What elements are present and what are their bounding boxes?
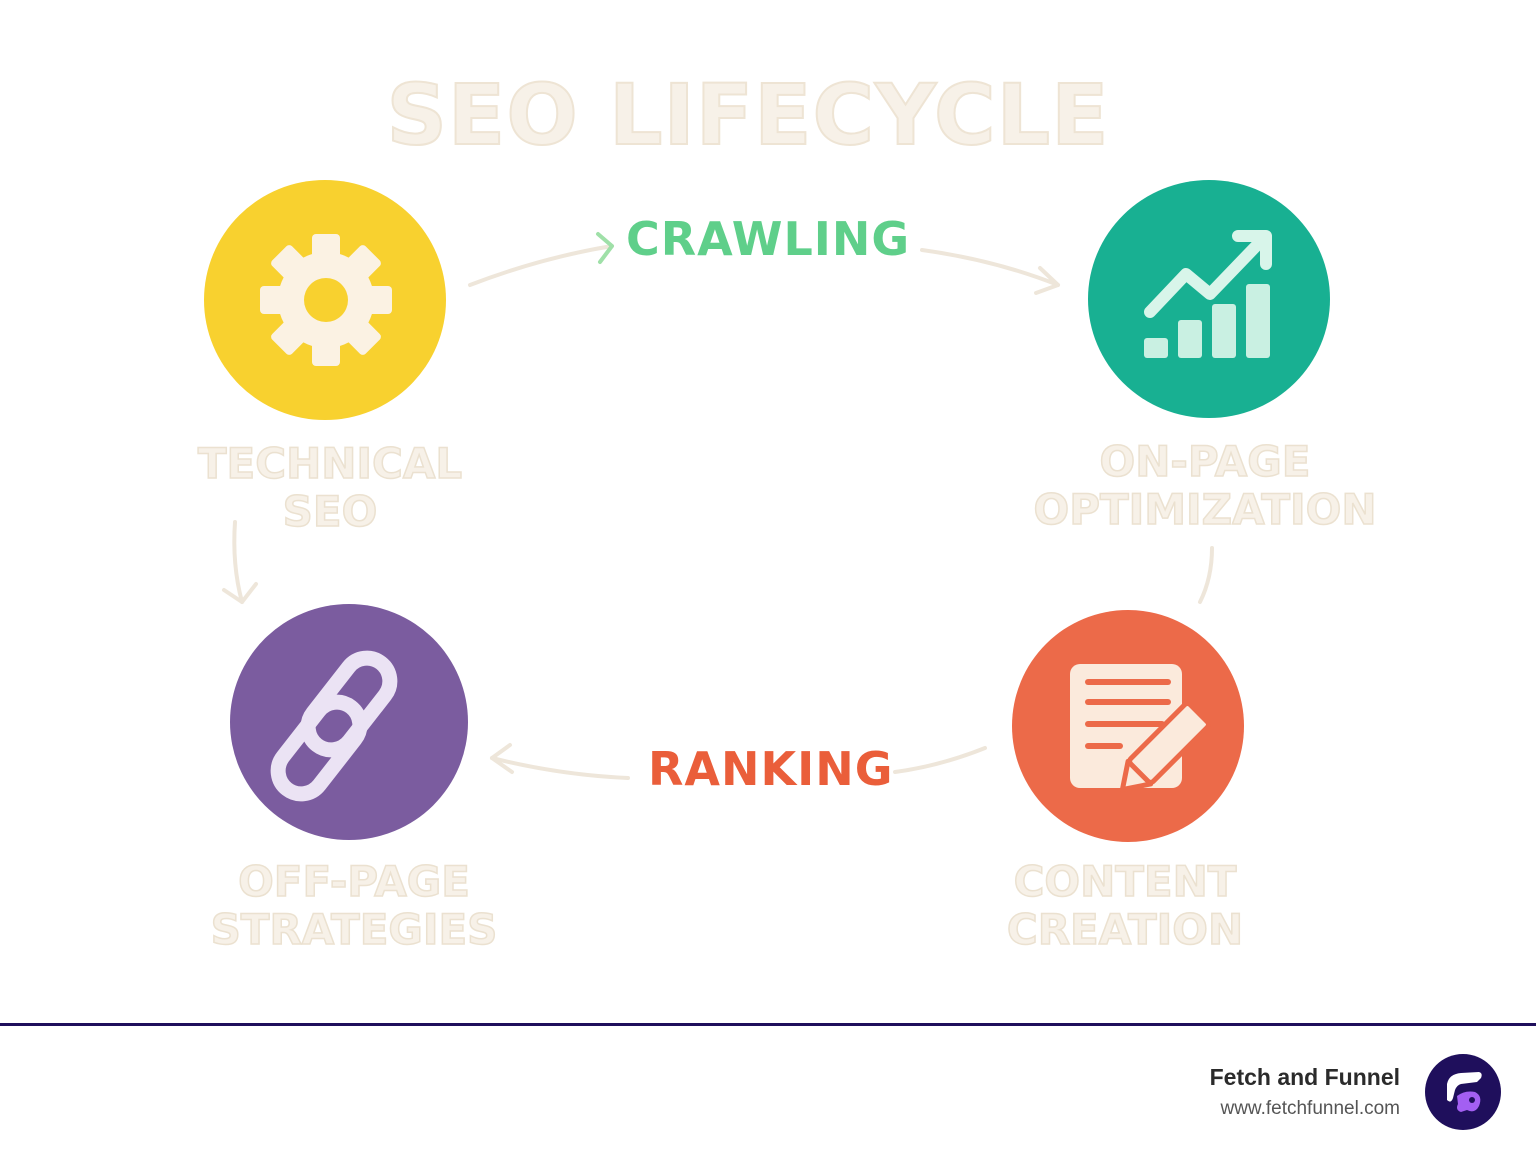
off-page-strategies-node (230, 604, 468, 840)
content-creation-node (1012, 610, 1244, 842)
off-page-strategies-label: OFF-PAGE STRATEGIES (200, 857, 508, 955)
gear-icon (260, 234, 392, 366)
fetch-funnel-logo-icon (1425, 1054, 1501, 1130)
arrow-technical-to-offpage (232, 520, 244, 604)
content-creation-label-line2: CREATION (1006, 905, 1244, 955)
on-page-optimization-node (1088, 180, 1330, 418)
brand-url: www.fetchfunnel.com (1220, 1098, 1400, 1119)
crawling-edge-label: CRAWLING (626, 212, 911, 266)
technical-seo-node (204, 180, 446, 420)
arrow-content-to-ranking (893, 746, 987, 774)
content-creation-label: CONTENT CREATION (980, 857, 1270, 955)
ranking-edge-label: RANKING (648, 742, 894, 796)
technical-seo-label-line2: SEO (282, 487, 378, 537)
arrow-ranking-to-offpage (490, 756, 630, 780)
off-page-label-line1: OFF-PAGE (237, 857, 470, 907)
arrow-onpage-to-content (1198, 546, 1214, 604)
technical-seo-label-line1: TECHNICAL (197, 439, 463, 489)
document-edit-icon (1070, 664, 1211, 793)
growth-chart-icon (1144, 230, 1272, 358)
diagram-title: SEO LIFECYCLE (385, 65, 1110, 165)
arrow-crawling-to-onpage (920, 248, 1060, 287)
arrow-technical-to-crawling (468, 244, 614, 287)
content-creation-label-line1: CONTENT (1013, 857, 1237, 907)
off-page-label-line2: STRATEGIES (210, 905, 498, 955)
on-page-optimization-label: ON-PAGE OPTIMIZATION (1030, 437, 1380, 535)
on-page-label-line1: ON-PAGE (1099, 437, 1311, 487)
on-page-label-line2: OPTIMIZATION (1033, 485, 1378, 535)
chain-link-icon (270, 650, 398, 802)
technical-seo-label: TECHNICAL SEO (180, 439, 480, 537)
footer-divider (0, 1023, 1536, 1026)
brand-name: Fetch and Funnel (1209, 1064, 1400, 1090)
